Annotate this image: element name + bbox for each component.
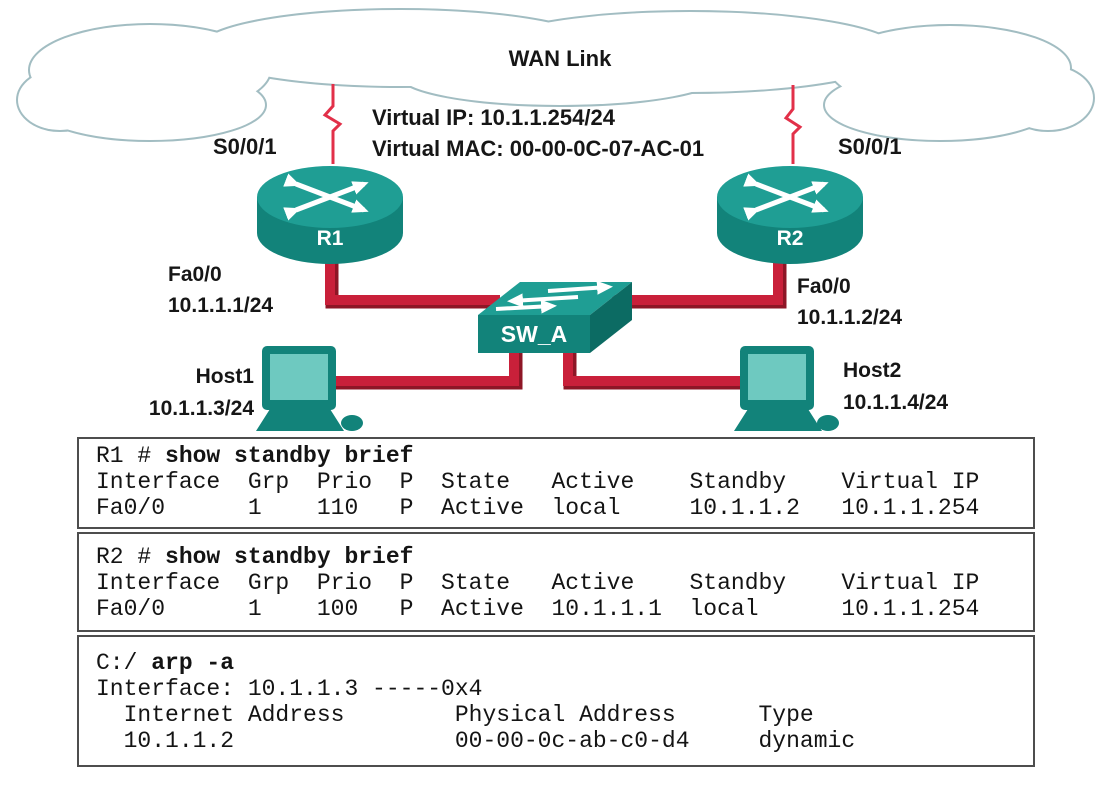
r1-standby-brief-output: R1 # show standby brief Interface Grp Pr… (96, 443, 1033, 521)
arp-output-text: Interface: 10.1.1.3 -----0x4 Internet Ad… (96, 676, 856, 754)
r1-prompt: R1 # (96, 443, 166, 469)
arp-prompt: C:/ (96, 650, 152, 676)
r1-standby-brief-section: R1 # show standby brief Interface Grp Pr… (77, 437, 1035, 529)
r1-lan-ip-label: 10.1.1.1/24 (168, 294, 274, 317)
r2-name-label: R2 (776, 227, 804, 250)
host-arp-output: C:/ arp -a Interface: 10.1.1.3 -----0x4 … (96, 650, 1033, 754)
virtual-mac-label: Virtual MAC: 00-00-0C-07-AC-01 (372, 136, 705, 161)
host2-ip-label: 10.1.1.4/24 (843, 391, 949, 414)
r2-lan-interface-label: Fa0/0 (797, 275, 851, 298)
r1-lan-interface-label: Fa0/0 (168, 263, 222, 286)
r2-output-text: Interface Grp Prio P State Active Standb… (96, 570, 980, 622)
r2-serial-interface-label: S0/0/1 (838, 134, 902, 159)
switch-name-label: SW_A (500, 321, 568, 347)
r2-prompt: R2 # (96, 544, 166, 570)
router-r1-icon (257, 166, 403, 264)
r2-lan-ip-label: 10.1.1.2/24 (797, 306, 903, 329)
host2-icon (734, 346, 839, 431)
switch-icon (478, 280, 632, 353)
r1-command: show standby brief (165, 443, 414, 469)
host1-name-label: Host1 (195, 365, 254, 388)
r1-serial-interface-label: S0/0/1 (213, 134, 277, 159)
host1-ip-label: 10.1.1.3/24 (148, 397, 254, 420)
r2-standby-brief-output: R2 # show standby brief Interface Grp Pr… (96, 544, 1033, 622)
link-r1-switch (325, 260, 500, 305)
host2-name-label: Host2 (843, 359, 902, 382)
console-output-panel: R1 # show standby brief Interface Grp Pr… (77, 437, 1035, 770)
r1-name-label: R1 (316, 227, 344, 250)
host1-icon (256, 346, 363, 431)
r1-output-text: Interface Grp Prio P State Active Standb… (96, 469, 980, 521)
r2-command: show standby brief (165, 544, 414, 570)
topology-diagram (16, 8, 1095, 431)
wan-link-label: WAN Link (508, 46, 612, 71)
serial-link-bolt-right (783, 85, 803, 164)
link-switch-host1 (330, 346, 519, 386)
virtual-ip-label: Virtual IP: 10.1.1.254/24 (372, 105, 615, 130)
link-switch-host2 (563, 346, 750, 386)
link-r2-switch (612, 260, 783, 305)
arp-command: arp -a (151, 650, 235, 676)
wan-cloud-icon (16, 8, 1095, 142)
r2-standby-brief-section: R2 # show standby brief Interface Grp Pr… (77, 532, 1035, 632)
host-arp-section: C:/ arp -a Interface: 10.1.1.3 -----0x4 … (77, 635, 1035, 767)
serial-link-bolt-left (322, 84, 343, 164)
router-r2-icon (717, 166, 863, 264)
